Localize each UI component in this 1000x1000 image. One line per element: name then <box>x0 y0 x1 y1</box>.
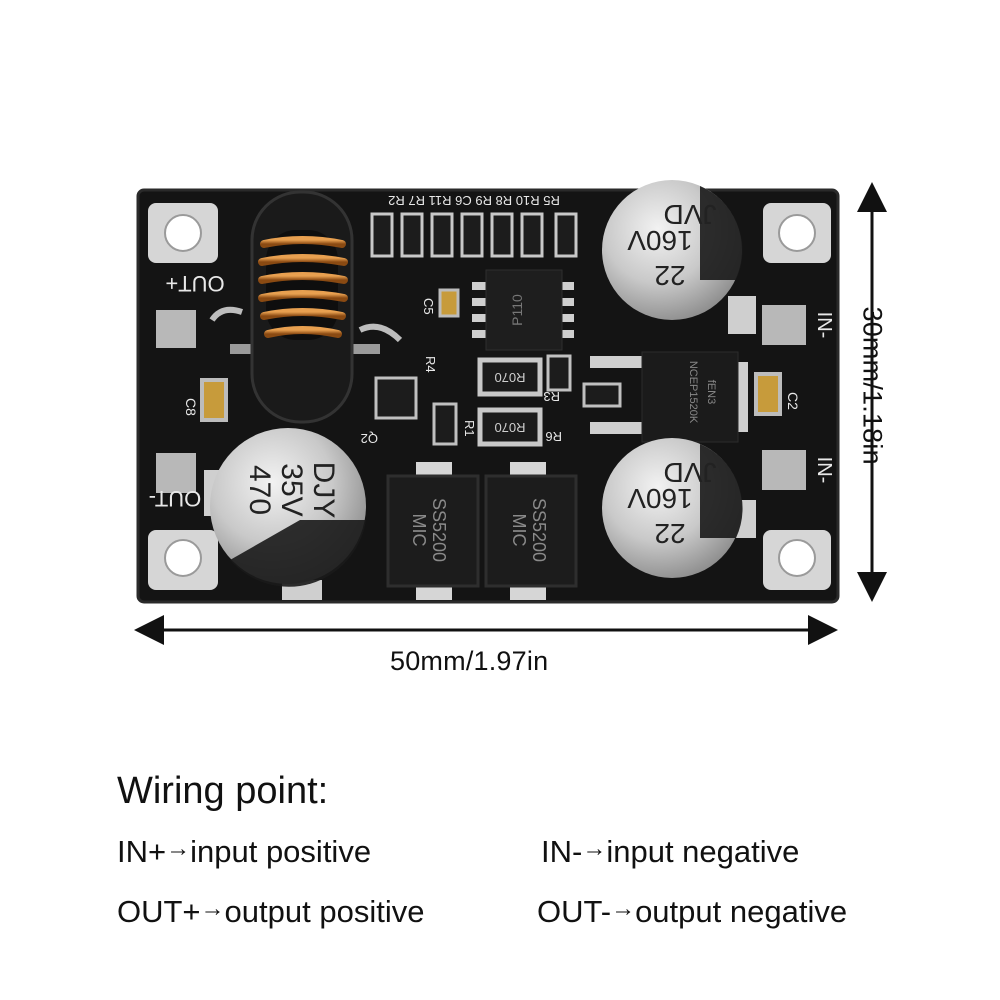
silk-c5: C5 <box>421 298 436 315</box>
silk-out-plus: OUT+ <box>165 271 224 296</box>
cap-in-bottom-value: 22 <box>654 518 685 549</box>
shunt-top-label: R070 <box>494 370 525 385</box>
small-components <box>374 354 622 446</box>
wiring-desc: output negative <box>635 894 848 929</box>
smd-resistor-row <box>370 212 578 258</box>
diode-left-brand: MIC <box>409 514 429 547</box>
diode-left: SS5200 MIC <box>386 462 480 600</box>
arrow-icon: → <box>166 835 191 862</box>
mosfet-label: NCEP1520K <box>687 361 699 424</box>
width-dimension-label: 50mm/1.97in <box>390 646 549 676</box>
ic-marking: P110 <box>509 294 525 326</box>
mosfet: NCEP1520K fEN3 <box>590 351 748 443</box>
ic-chip: P110 <box>472 269 574 351</box>
silk-r4: R4 <box>423 356 438 373</box>
silkscreen: OUT+ OUT- IN- IN- C8 C2 C5 Q2 R4 R3 R6 R… <box>149 193 835 511</box>
silk-in-top: IN- <box>813 312 835 339</box>
wiring-term: OUT+ <box>117 894 201 929</box>
shunt-bottom-label: R070 <box>494 420 525 435</box>
wiring-desc: input positive <box>190 834 372 869</box>
wiring-term: IN+ <box>117 834 167 869</box>
arrow-icon: → <box>582 835 607 862</box>
silk-q2: Q2 <box>361 431 378 446</box>
cap-in-bottom-brand: JVD <box>664 457 717 488</box>
terminal-pads <box>156 305 806 493</box>
cap-out: 470 35V DJY <box>204 428 366 600</box>
diode-right-brand: MIC <box>509 514 529 547</box>
arrow-icon: → <box>611 895 636 922</box>
diode-right-label: SS5200 <box>529 498 549 562</box>
cap-out-brand: DJY <box>307 462 340 519</box>
wiring-out-minus: OUT-→output negative <box>537 894 847 930</box>
wiring-term: IN- <box>541 834 583 869</box>
cap-in-top-voltage: 160V <box>627 225 693 256</box>
diode-left-label: SS5200 <box>429 498 449 562</box>
wiring-in-minus: IN-→input negative <box>541 834 799 870</box>
wiring-desc: output positive <box>224 894 425 929</box>
diode-right: SS5200 MIC <box>484 462 578 600</box>
cap-in-bottom: JVD 160V 22 <box>602 438 756 578</box>
silk-in-bottom: IN- <box>813 457 835 484</box>
silk-c2: C2 <box>785 392 801 410</box>
wiring-desc: input negative <box>606 834 800 869</box>
smd-capacitors <box>200 288 782 422</box>
silk-r3: R3 <box>543 389 560 404</box>
cap-in-bottom-voltage: 160V <box>627 483 693 514</box>
wiring-title: Wiring point: <box>117 770 329 812</box>
cap-out-voltage: 35V <box>275 463 308 516</box>
cap-in-top-value: 22 <box>654 260 685 291</box>
silk-r1: R1 <box>462 420 477 437</box>
mosfet-code: fEN3 <box>705 380 717 404</box>
cap-in-top-brand: JVD <box>664 199 717 230</box>
silk-out-minus: OUT- <box>149 486 202 511</box>
shunt-resistors: R070 R070 <box>477 357 543 447</box>
silk-c8: C8 <box>183 398 199 416</box>
cap-out-value: 470 <box>243 465 276 515</box>
arrow-icon: → <box>200 895 225 922</box>
wiring-in-plus: IN+→input positive <box>117 834 371 870</box>
wiring-out-plus: OUT+→output positive <box>117 894 424 930</box>
silk-top-row: R5 R10 R8 R9 C6 R11 R7 R2 <box>388 193 560 208</box>
silk-r6: R6 <box>545 429 562 444</box>
height-dimension-text: 30mm/1.18in <box>857 306 888 465</box>
wiring-term: OUT- <box>537 894 612 929</box>
cap-in-top: JVD 160V 22 <box>602 180 756 334</box>
inductor <box>209 190 403 424</box>
mounting-holes <box>148 203 831 590</box>
